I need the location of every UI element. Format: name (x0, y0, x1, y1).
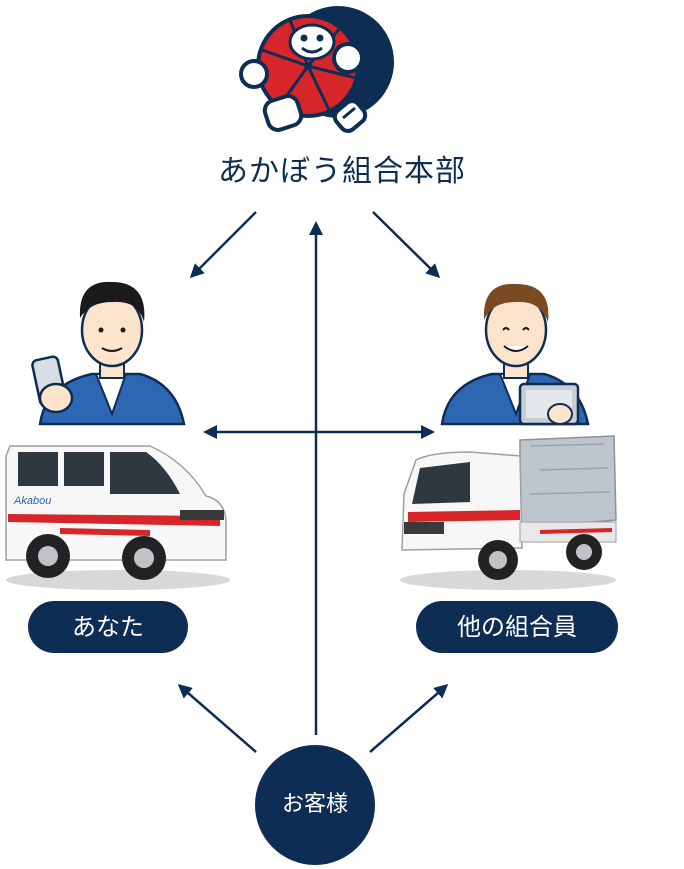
arrow-customer-to-other (369, 684, 449, 753)
arrow-hq-to-you (189, 211, 257, 279)
arrow-customer-to-you (177, 684, 257, 753)
akabou-mascot-icon (239, 6, 394, 133)
van-brand-text: Akabou (13, 495, 51, 507)
customer-label: お客様 (281, 792, 348, 817)
other-member-label: 他の組合員 (416, 601, 618, 653)
you-label: あなた (28, 601, 188, 653)
arrows (177, 211, 449, 753)
arrow-hq-to-other (372, 211, 441, 279)
akabou-van-icon: Akabou (5, 445, 230, 590)
worker-with-phone-icon (31, 281, 186, 426)
worker-with-tablet-icon (440, 283, 590, 426)
akabou-truck-icon (400, 435, 617, 590)
customer-node: お客様 (255, 745, 375, 865)
hq-label: あかぼう組合本部 (218, 154, 466, 189)
